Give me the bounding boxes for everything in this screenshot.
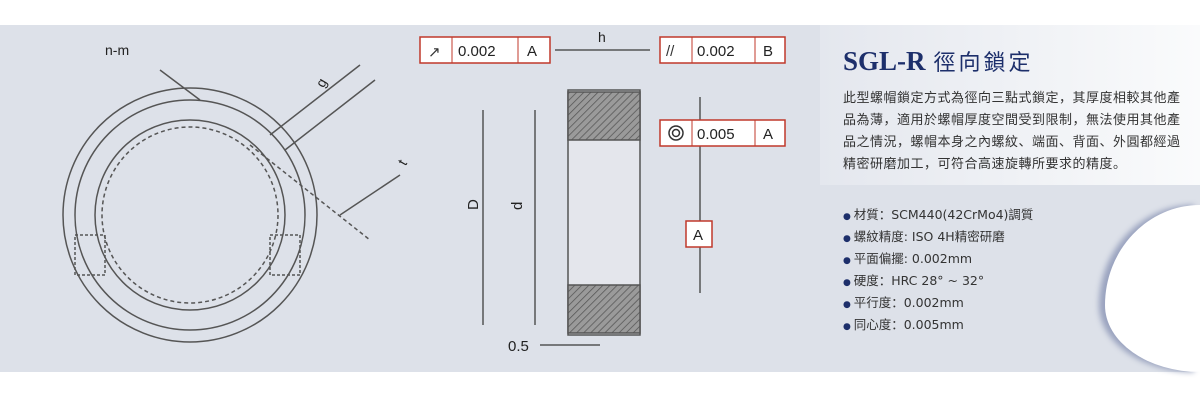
product-name: 徑向鎖定 [933, 51, 1034, 76]
label-D: D [465, 199, 482, 210]
datum-a-box: A [693, 227, 703, 244]
parallel-icon: // [666, 43, 675, 60]
label-h: h [598, 29, 606, 45]
spec-item: 硬度：HRC 28° ~ 32° [843, 271, 1033, 293]
concentric-datum: A [763, 126, 773, 143]
parallel-datum: B [763, 43, 773, 60]
label-t: t [394, 157, 410, 168]
concentricity-icon [668, 125, 684, 141]
label-d: d [509, 202, 526, 210]
front-view [62, 64, 401, 343]
label-g: g [312, 75, 330, 90]
description-panel [820, 25, 1200, 185]
technical-drawing: n-m g t ↗ 0.002 A h // 0.002 B 0.005 A D… [62, 29, 786, 355]
spec-item: 平面偏擺: 0.002mm [843, 249, 1033, 271]
spec-list: 材質：SCM440(42CrMo4)調質 螺紋精度: ISO 4H精密研磨 平面… [843, 205, 1034, 337]
runout-value: 0.002 [458, 43, 496, 60]
product-description: 此型螺帽鎖定方式為徑向三點式鎖定，其厚度相較其他產品為薄，適用於螺帽厚度空間受到… [843, 91, 1181, 172]
runout-frame: ↗ 0.002 A [419, 36, 551, 64]
spec-item: 平行度：0.002mm [843, 293, 1033, 315]
product-model: SGL-R [843, 46, 926, 76]
parallel-frame: // 0.002 B [659, 36, 786, 64]
concentric-value: 0.005 [697, 126, 735, 143]
runout-datum: A [527, 43, 537, 60]
label-0-5: 0.5 [508, 338, 529, 355]
spec-item: 材質：SCM440(42CrMo4)調質 [843, 205, 1034, 227]
spec-item: 同心度：0.005mm [843, 315, 1033, 337]
parallel-value: 0.002 [697, 43, 735, 60]
side-view [482, 49, 701, 346]
spec-item: 螺紋精度: ISO 4H精密研磨 [843, 227, 1033, 249]
product-title: SGL-R 徑向鎖定 [843, 45, 1034, 77]
label-nm: n-m [105, 42, 129, 58]
arrow-icon: ↗ [428, 44, 441, 61]
concentric-frame: 0.005 A [659, 119, 786, 147]
